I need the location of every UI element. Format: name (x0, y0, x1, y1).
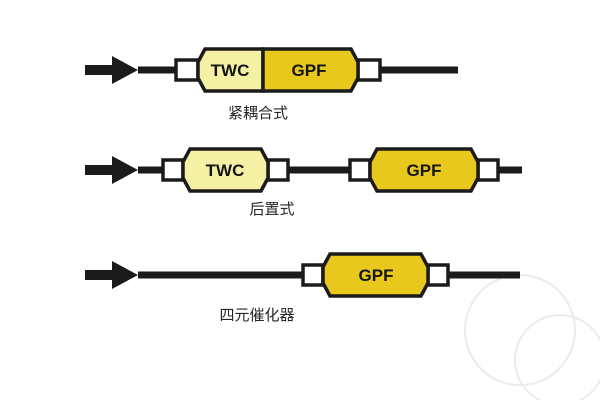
twc-label: TWC (206, 161, 245, 180)
converter-outlet-connector (476, 158, 500, 182)
converter-inlet-connector (161, 158, 185, 182)
converter-inlet-connector (174, 58, 200, 82)
gpf-body (368, 147, 480, 193)
row-rear-mounted: TWC GPF 后置式 (85, 147, 522, 218)
flow-arrow-icon (85, 156, 138, 184)
converter-outlet-connector (426, 263, 450, 287)
gpf-label: GPF (359, 266, 394, 285)
twc-label: TWC (211, 61, 250, 80)
row-caption: 四元催化器 (219, 306, 294, 324)
converter-inlet-connector (301, 263, 325, 287)
gpf-body (321, 252, 430, 298)
gpf-body (261, 47, 360, 93)
row-caption: 紧耦合式 (228, 104, 288, 122)
flow-arrow-icon (85, 56, 138, 84)
converter-outlet-connector (356, 58, 382, 82)
gpf-label: GPF (292, 61, 327, 80)
converter-inlet-connector (348, 158, 372, 182)
row-caption: 后置式 (249, 200, 294, 218)
watermark (464, 274, 600, 400)
converter-outlet-connector (266, 158, 290, 182)
watermark-circle (464, 274, 576, 386)
row-close-coupled: TWC GPF 紧耦合式 (85, 47, 458, 122)
flow-arrow-icon (85, 261, 138, 289)
gpf-label: GPF (407, 161, 442, 180)
row-four-way-catalyst: GPF 四元催化器 (85, 252, 520, 324)
twc-body (181, 147, 270, 193)
watermark-circle (514, 314, 600, 400)
